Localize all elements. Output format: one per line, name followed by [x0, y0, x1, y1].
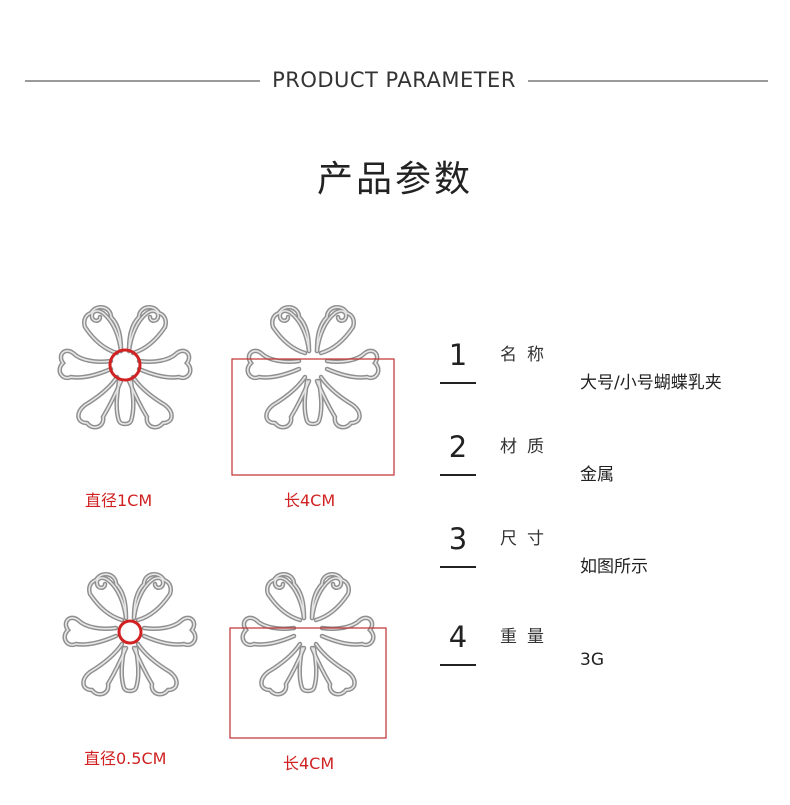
param-row-name: 1 名称 大号/小号蝴蝶乳夹 [440, 330, 780, 393]
param-label: 尺寸 [500, 529, 554, 549]
param-row-material: 2 材质 金属 [440, 422, 780, 485]
param-row-weight: 4 重量 3G [440, 612, 780, 672]
large-diameter-caption: 直径1CM [85, 491, 153, 510]
param-number: 2 [448, 430, 468, 464]
number-underline [440, 382, 476, 384]
diameter-circle [108, 348, 142, 382]
param-value: 3G [580, 650, 604, 670]
param-number: 3 [448, 522, 468, 556]
small-length-caption: 长4CM [283, 754, 335, 773]
length-box [231, 358, 395, 476]
number-underline [440, 474, 476, 476]
param-value: 金属 [580, 465, 614, 485]
param-label: 材质 [500, 437, 554, 457]
small-clip-length-image [226, 560, 391, 745]
number-underline [440, 566, 476, 568]
small-diameter-caption: 直径0.5CM [84, 749, 167, 768]
diameter-circle [117, 619, 143, 645]
header-divider-left [25, 80, 260, 82]
param-label: 重量 [500, 627, 554, 647]
page-title: 产品参数 [316, 159, 473, 200]
large-clip-length-image [228, 290, 398, 485]
param-value: 如图所示 [580, 557, 648, 577]
param-value: 大号/小号蝴蝶乳夹 [580, 373, 722, 393]
param-row-size: 3 尺寸 如图所示 [440, 514, 780, 577]
length-box [229, 627, 387, 739]
small-clip-image [50, 560, 210, 730]
large-clip-image [40, 290, 210, 470]
param-number: 1 [448, 338, 468, 372]
large-length-caption: 长4CM [284, 491, 336, 510]
param-label: 名称 [500, 345, 554, 365]
header-divider-right [528, 80, 768, 82]
header-subtitle: PRODUCT PARAMETER [272, 68, 516, 92]
param-number: 4 [448, 620, 468, 654]
number-underline [440, 664, 476, 666]
